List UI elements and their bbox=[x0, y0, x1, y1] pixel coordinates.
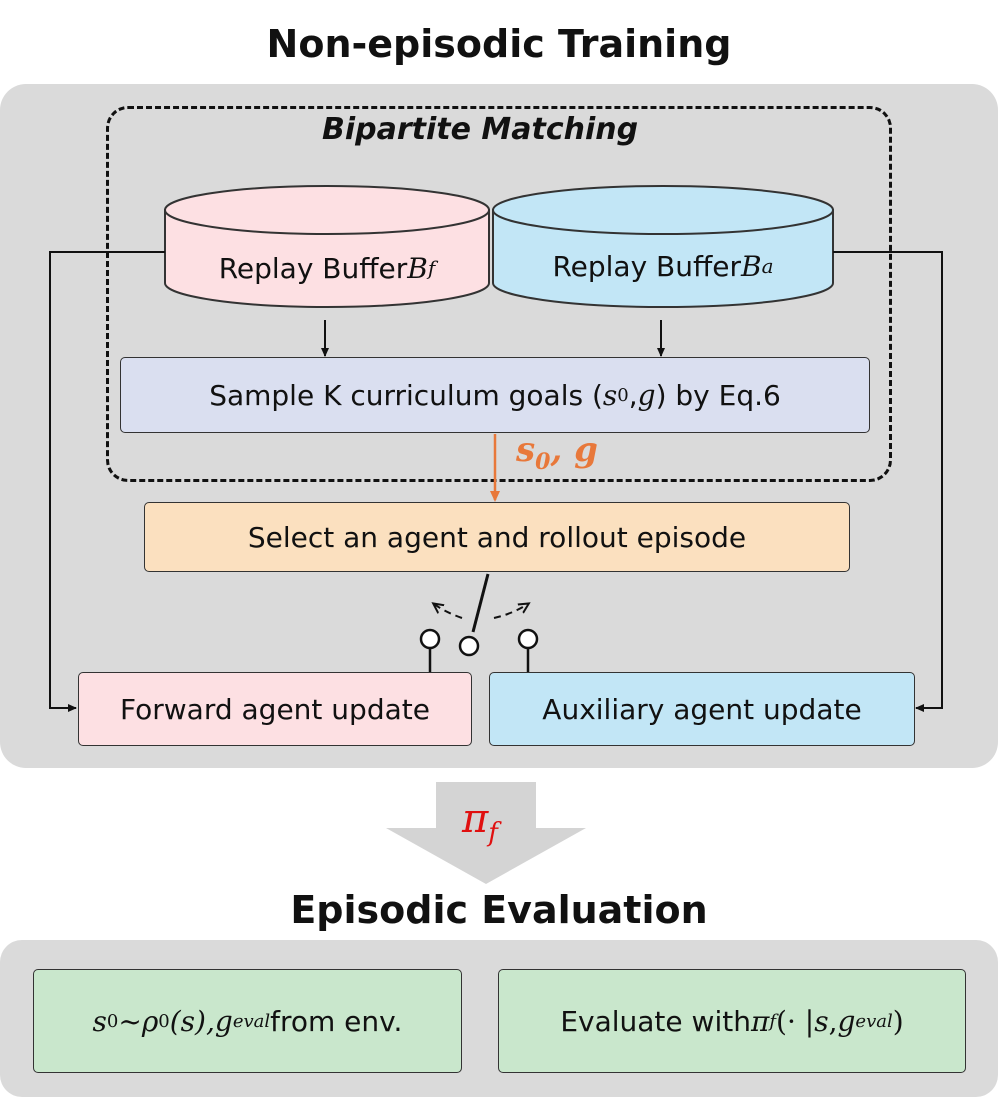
buffer-a-text: Replay Buffer bbox=[552, 249, 742, 283]
eval-pi: π bbox=[750, 1004, 770, 1038]
replay-buffer-forward-cylinder bbox=[164, 185, 490, 308]
eval-close: ) bbox=[892, 1004, 904, 1038]
edge-s-sub: 0 bbox=[535, 448, 551, 475]
sample-mid: , bbox=[628, 378, 638, 412]
eval-arg-open: (· | bbox=[776, 1004, 815, 1038]
env-rho: ρ bbox=[141, 1004, 159, 1038]
loop-buffer-a-to-auxiliary-update bbox=[833, 251, 943, 712]
sample-pre: Sample K curriculum goals ( bbox=[209, 378, 603, 412]
edge-s: s bbox=[516, 430, 536, 470]
pi-symbol: π bbox=[462, 796, 489, 842]
replay-buffer-auxiliary-cylinder bbox=[492, 185, 834, 308]
loop-buffer-f-to-forward-update bbox=[49, 251, 165, 712]
env-s-sub: 0 bbox=[106, 1010, 119, 1032]
buffer-a-symbol: B bbox=[741, 249, 762, 283]
eval-s: s bbox=[814, 1004, 829, 1038]
edge-g: g bbox=[574, 430, 598, 470]
eval-pre: Evaluate with bbox=[560, 1004, 751, 1038]
env-rho-sub: 0 bbox=[158, 1010, 170, 1032]
env-arg: (s), bbox=[169, 1004, 215, 1038]
transfer-policy-label: πf bbox=[462, 796, 498, 848]
env-post: from env. bbox=[270, 1004, 403, 1038]
forward-agent-update-box: Forward agent update bbox=[78, 672, 472, 746]
env-g: g bbox=[214, 1004, 233, 1038]
eval-pi-sub: f bbox=[769, 1010, 777, 1032]
pi-subscript: f bbox=[488, 818, 498, 848]
buffer-f-symbol: B bbox=[407, 251, 428, 285]
bipartite-matching-label: Bipartite Matching bbox=[322, 112, 639, 147]
sample-g: g bbox=[637, 378, 656, 412]
edge-comma: , bbox=[550, 430, 575, 470]
buffer-f-subscript: f bbox=[427, 256, 436, 280]
sample-s: s bbox=[602, 378, 618, 412]
sample-s-sub: 0 bbox=[617, 384, 629, 406]
env-g-sub: eval bbox=[232, 1010, 271, 1032]
transfer-arrow bbox=[386, 782, 586, 884]
eval-g: g bbox=[837, 1004, 856, 1038]
buffer-a-subscript: a bbox=[761, 254, 774, 278]
env-s: s bbox=[92, 1004, 107, 1038]
eval-comma: , bbox=[828, 1004, 838, 1038]
env-tilde: ~ bbox=[118, 1004, 142, 1038]
bipartite-matching-region bbox=[106, 106, 892, 482]
agent-switch bbox=[419, 573, 539, 672]
select-agent-box: Select an agent and rollout episode bbox=[144, 502, 850, 572]
sample-post: ) by Eq.6 bbox=[655, 378, 781, 412]
buffer-f-text: Replay Buffer bbox=[218, 251, 408, 285]
evaluation-title: Episodic Evaluation bbox=[290, 888, 708, 932]
training-title: Non-episodic Training bbox=[266, 22, 732, 66]
eval-g-sub: eval bbox=[855, 1010, 893, 1032]
edge-label-s0-g: s0, g bbox=[516, 430, 598, 475]
auxiliary-agent-update-box: Auxiliary agent update bbox=[489, 672, 915, 746]
